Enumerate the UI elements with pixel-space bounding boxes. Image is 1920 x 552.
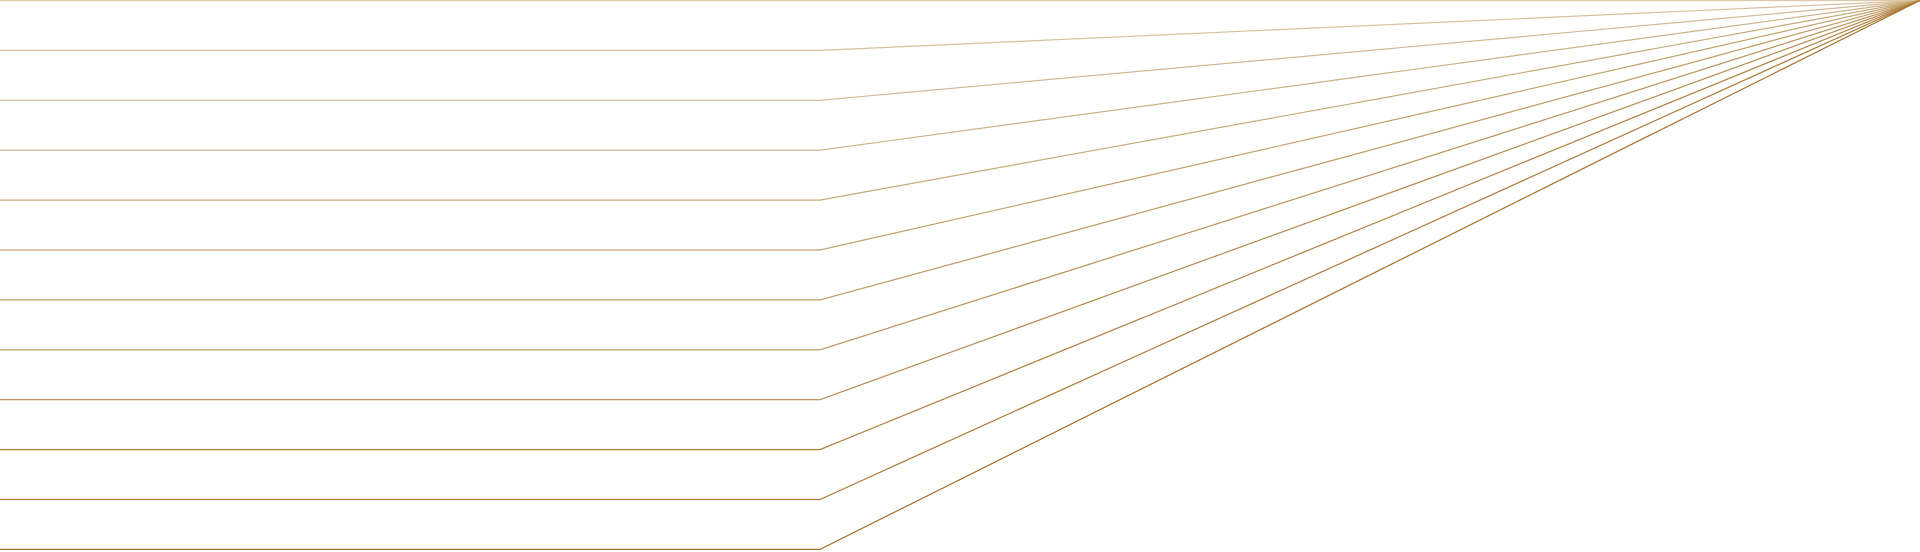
fan-line — [0, 0, 1920, 401]
fan-line — [0, 0, 1920, 451]
fan-line — [0, 0, 1920, 151]
fan-line — [0, 0, 1920, 52]
fan-line — [0, 0, 1920, 101]
fan-line — [0, 0, 1920, 251]
fan-line — [0, 0, 1920, 301]
fan-line — [0, 0, 1920, 201]
fan-line — [0, 0, 1920, 501]
fan-line — [0, 0, 1920, 351]
